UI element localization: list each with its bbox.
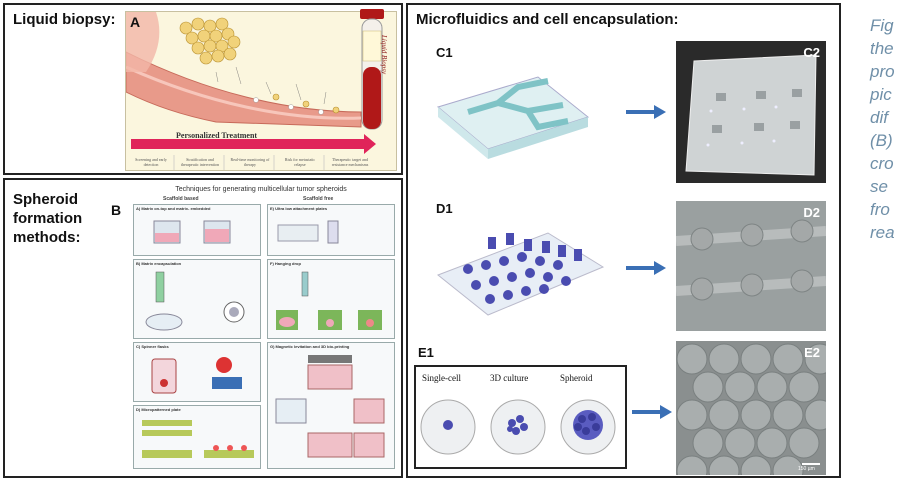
label-c2: C2 (803, 45, 820, 60)
label-e2: E2 (804, 345, 820, 360)
label-c1: C1 (436, 45, 453, 60)
subpanel-magnetic-levitation: G) Magnetic levitation and 3D bio-printi… (267, 342, 395, 469)
caption-line: fro (870, 198, 898, 221)
personalized-treatment-label: Personalized Treatment (176, 131, 257, 140)
caption-line: rea (870, 221, 898, 244)
figure-caption: Fig the pro pic dif (B) cro se fro rea (870, 14, 898, 244)
panel-letter-b: B (111, 202, 121, 218)
spheroid-figure-title: Techniques for generating multicellular … (123, 186, 399, 193)
encapsulation-stages-box: Single-cell 3D culture Spheroid (414, 365, 627, 469)
subpanel-ultra-low-attachment: E) Ultra low attachment plates (267, 204, 395, 256)
liquid-biopsy-panel: Liquid biopsy: (3, 3, 403, 175)
arrow-icon (626, 261, 666, 275)
caption-line: pro (870, 60, 898, 83)
liquid-biopsy-title: Liquid biopsy: (13, 11, 116, 28)
subpanel-spinner-flasks: C) Spinner flasks (133, 342, 261, 402)
arrow-icon (626, 105, 666, 119)
photo-c2: C2 (676, 41, 826, 183)
subpanel-matrix-ontop: A) Matrix on-top and matrix- embedded (133, 204, 261, 256)
caption-line: se (870, 175, 898, 198)
spheroid-title: Spheroid formation methods: (13, 190, 103, 247)
droplet-illustration (416, 367, 626, 467)
step-label: Therapeutic target and resistance mechan… (329, 157, 371, 167)
spheroid-title-line: formation (13, 209, 103, 228)
microfluidics-title: Microfluidics and cell encapsulation: (416, 11, 679, 28)
photo-d2: D2 (676, 201, 826, 331)
step-label: Risk for metastatic relapse (279, 157, 321, 167)
caption-line: pic (870, 83, 898, 106)
spheroid-panel: Spheroid formation methods: Techniques f… (3, 178, 403, 478)
subpanel-matrix-encapsulation: B) Matrix encapsulation (133, 259, 261, 339)
photo-e2: E2 150 µm (676, 341, 826, 475)
encapsulation-array-illustration (428, 223, 608, 323)
scaffold-based-header: Scaffold based (163, 196, 199, 202)
arrow-icon (632, 405, 672, 419)
label-d1: D1 (436, 201, 453, 216)
caption-line: Fig (870, 14, 898, 37)
caption-line: (B) (870, 129, 898, 152)
step-label: Stratification and therapeutic intervent… (179, 157, 221, 167)
step-label: Real-time monitoring of therapy (229, 157, 271, 167)
subpanel-micropatterned-plate: D) Micropatterned plate (133, 405, 261, 469)
caption-line: dif (870, 106, 898, 129)
scaffold-free-header: Scaffold free (303, 196, 333, 202)
microfluidic-chip-illustration (428, 67, 598, 167)
caption-line: the (870, 37, 898, 60)
microfluidics-panel: Microfluidics and cell encapsulation: C1… (406, 3, 841, 478)
step-label: Screening and early detection (130, 157, 172, 167)
label-d2: D2 (803, 205, 820, 220)
tube-label: Liquid Biopsy (380, 35, 388, 74)
caption-line: cro (870, 152, 898, 175)
panel-letter-a: A (130, 14, 140, 30)
spheroid-title-line: Spheroid (13, 190, 103, 209)
spheroid-figure: Techniques for generating multicellular … (123, 186, 399, 474)
label-e1: E1 (418, 345, 434, 360)
subpanel-hanging-drop: F) Hanging drop (267, 259, 395, 339)
spheroid-title-line: methods: (13, 228, 103, 247)
scale-bar-label: 150 µm (798, 466, 815, 472)
